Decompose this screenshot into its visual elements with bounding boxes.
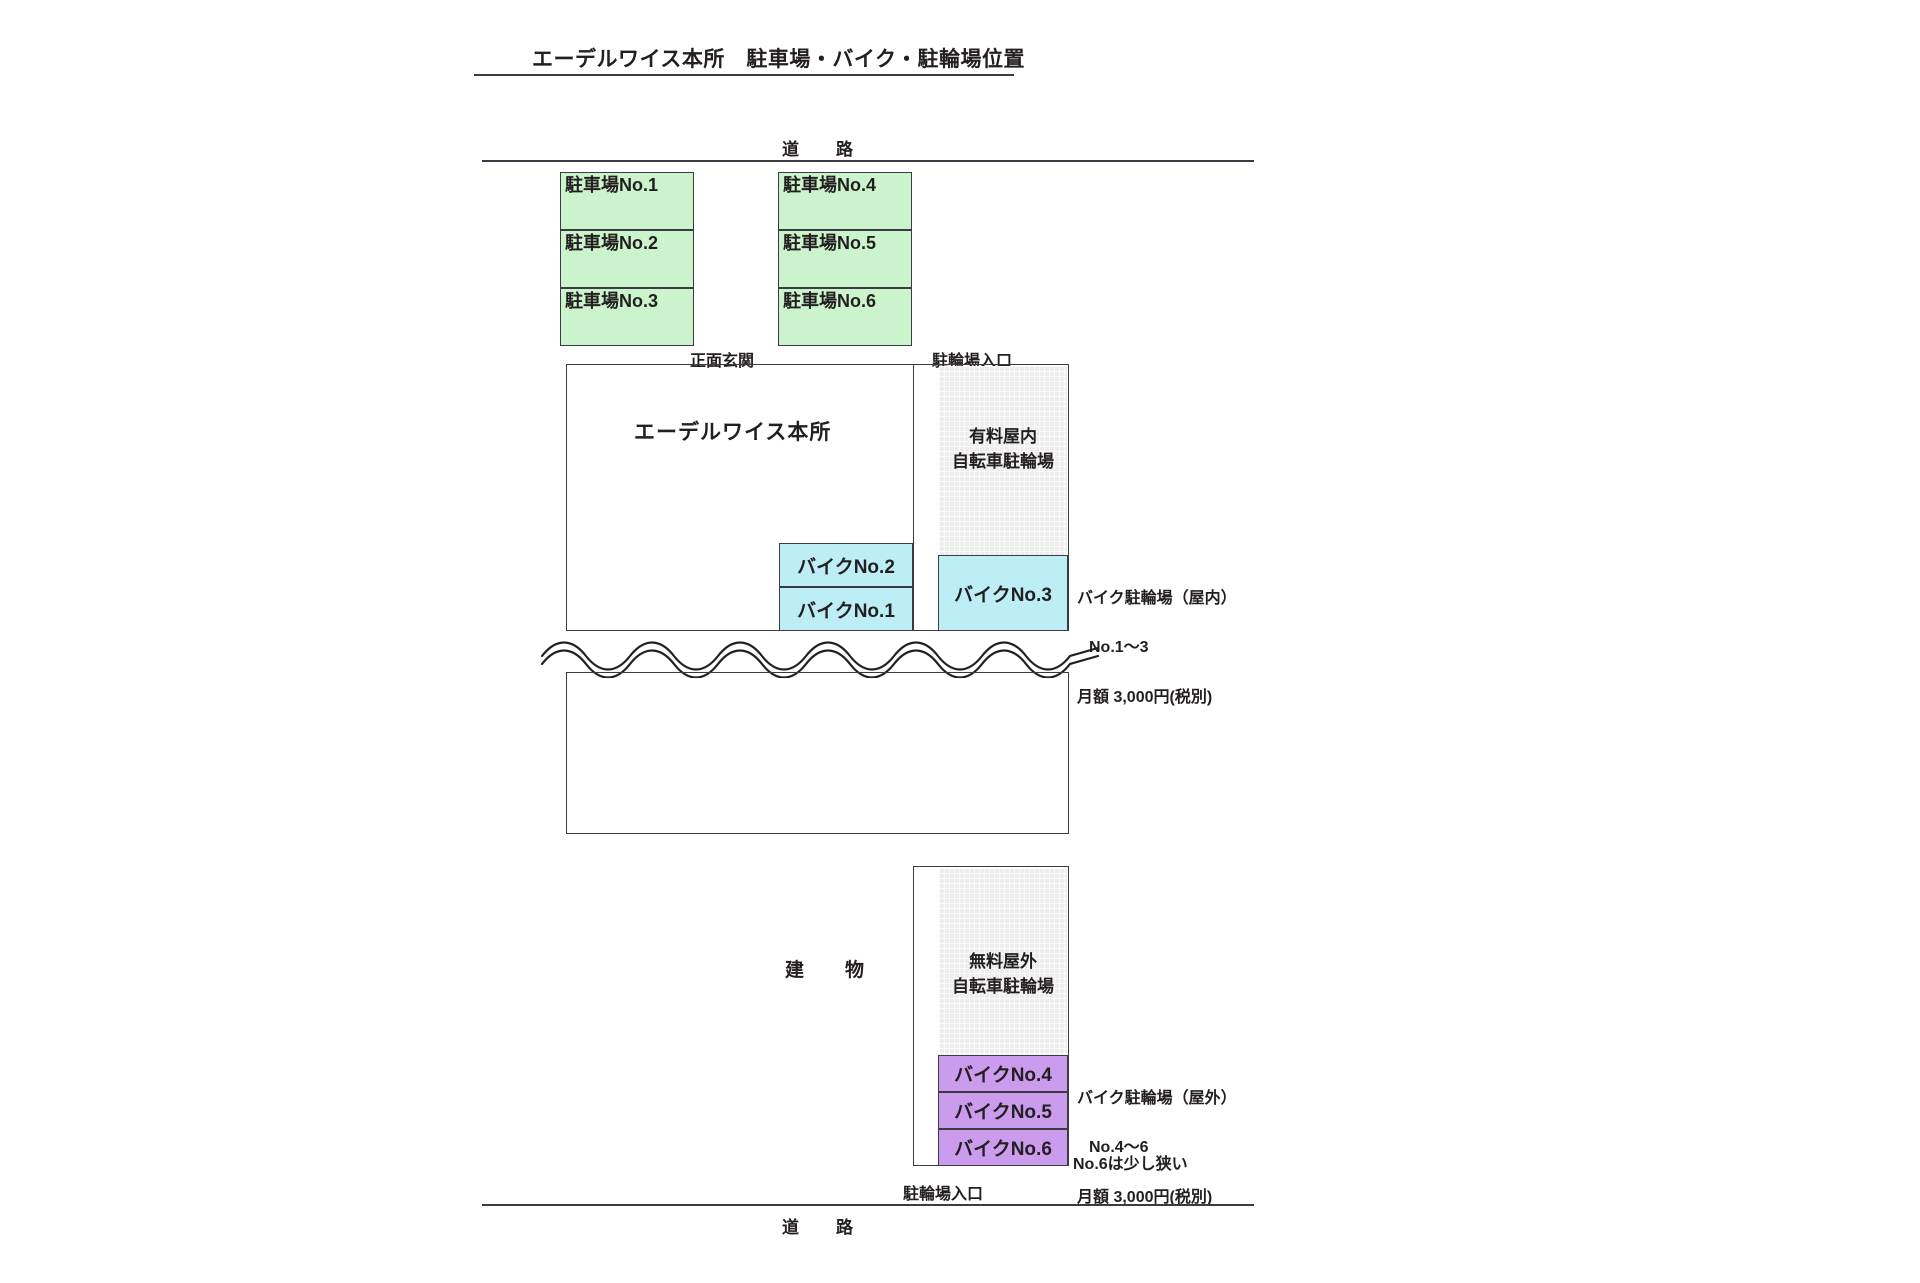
motorbike-space-5[interactable]: バイクNo.5 bbox=[938, 1092, 1068, 1129]
motorbike-space-1[interactable]: バイクNo.1 bbox=[779, 587, 913, 631]
motorbike-space-1-label: バイクNo.1 bbox=[797, 600, 895, 622]
outdoor-note-line-4: No.6は少し狭い bbox=[1073, 1156, 1188, 1173]
car-parking-space-6[interactable]: 駐車場No.6 bbox=[778, 288, 912, 346]
bicycle-entrance-label-top: 駐輪場入口 bbox=[932, 353, 1013, 370]
motorbike-space-4[interactable]: バイクNo.4 bbox=[938, 1055, 1068, 1092]
road-label-bottom: 道 路 bbox=[782, 1218, 854, 1237]
car-parking-space-4-label: 駐車場No.4 bbox=[783, 175, 877, 195]
building-upper-divider bbox=[913, 364, 914, 631]
break-wavy-line bbox=[540, 641, 1100, 678]
outdoor-note-line-1: バイク駐輪場（屋外） bbox=[1077, 1089, 1237, 1107]
indoor-note-line-2: No.1〜3 bbox=[1089, 639, 1149, 657]
car-parking-space-3-label: 駐車場No.3 bbox=[565, 291, 659, 311]
indoor-motorbike-note: バイク駐輪場（屋内） No.1〜3 月額 3,000円(税別) bbox=[1077, 562, 1237, 736]
motorbike-space-2-label: バイクNo.2 bbox=[797, 556, 895, 578]
outdoor-note-line-2: No.4〜6 bbox=[1089, 1139, 1149, 1157]
car-parking-space-5-label: 駐車場No.5 bbox=[783, 233, 877, 253]
car-parking-space-2-label: 駐車場No.2 bbox=[565, 233, 659, 253]
road-label-top: 道 路 bbox=[782, 140, 854, 159]
road-line-bottom bbox=[482, 1204, 1254, 1206]
front-entrance-label: 正面玄関 bbox=[690, 353, 755, 370]
car-parking-space-1[interactable]: 駐車場No.1 bbox=[560, 172, 694, 230]
motorbike-space-6[interactable]: バイクNo.6 bbox=[938, 1129, 1068, 1166]
bicycle-entrance-label-bottom: 駐輪場入口 bbox=[903, 1186, 984, 1203]
outdoor-free-bicycle-zone bbox=[939, 868, 1067, 1055]
outdoor-note-line-3: 月額 3,000円(税別) bbox=[1077, 1188, 1213, 1206]
car-parking-space-5[interactable]: 駐車場No.5 bbox=[778, 230, 912, 288]
motorbike-space-3-label: バイクNo.3 bbox=[954, 584, 1052, 606]
car-parking-space-6-label: 駐車場No.6 bbox=[783, 291, 877, 311]
motorbike-space-2[interactable]: バイクNo.2 bbox=[779, 543, 913, 587]
car-parking-space-3[interactable]: 駐車場No.3 bbox=[560, 288, 694, 346]
building-lower-word: 建 物 bbox=[785, 960, 866, 981]
motorbike-space-3[interactable]: バイクNo.3 bbox=[938, 555, 1068, 631]
motorbike-space-5-label: バイクNo.5 bbox=[954, 1102, 1052, 1123]
building-upper-name: エーデルワイス本所 bbox=[634, 421, 832, 444]
road-line-top bbox=[482, 160, 1254, 162]
car-parking-space-4[interactable]: 駐車場No.4 bbox=[778, 172, 912, 230]
page-title-text: エーデルワイス本所 駐車場・バイク・駐輪場位置 bbox=[532, 48, 1026, 71]
motorbike-space-6-label: バイクNo.6 bbox=[954, 1139, 1052, 1160]
car-parking-space-1-label: 駐車場No.1 bbox=[565, 175, 659, 195]
car-parking-space-2[interactable]: 駐車場No.2 bbox=[560, 230, 694, 288]
motorbike-space-4-label: バイクNo.4 bbox=[954, 1065, 1052, 1086]
outdoor-free-bicycle-zone-label: 無料屋外 自転車駐輪場 bbox=[952, 952, 1054, 996]
indoor-note-line-1: バイク駐輪場（屋内） bbox=[1077, 589, 1237, 607]
indoor-paid-bicycle-zone-label: 有料屋内 自転車駐輪場 bbox=[952, 427, 1054, 471]
building-middle-outline bbox=[566, 672, 1069, 834]
indoor-note-line-3: 月額 3,000円(税別) bbox=[1077, 688, 1213, 706]
title-underline bbox=[474, 74, 1014, 77]
outdoor-motorbike-note: バイク駐輪場（屋外） No.4〜6 月額 3,000円(税別) bbox=[1077, 1062, 1237, 1236]
page-title: エーデルワイス本所 駐車場・バイク・駐輪場位置 bbox=[474, 48, 1026, 77]
